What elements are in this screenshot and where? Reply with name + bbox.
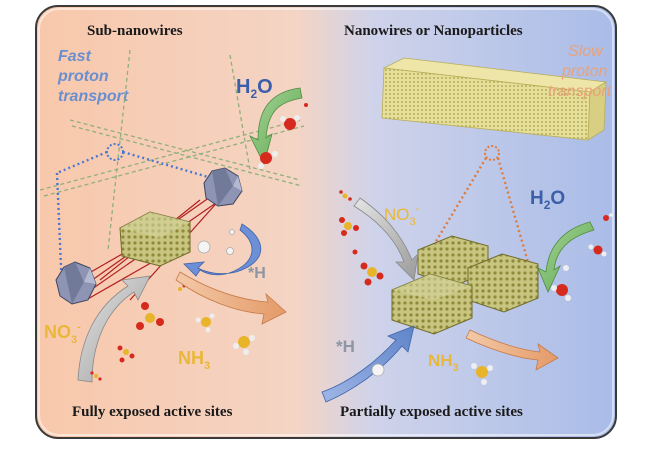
right-water-arrow xyxy=(537,221,595,293)
left-water-arrow xyxy=(249,87,303,166)
zoom-origin-right xyxy=(484,145,500,161)
hydrogen-atoms-left xyxy=(197,229,235,255)
right-ammonia-label: NH3 xyxy=(428,351,459,374)
svg-text:H2O: H2O xyxy=(530,188,565,212)
right-hydrogen-arrow xyxy=(321,325,415,403)
left-hydrogen-label: *H xyxy=(248,265,266,282)
left-footer: Fully exposed active sites xyxy=(72,404,233,420)
fast-label-line3: transport xyxy=(58,88,129,105)
slow-label-line2: proton xyxy=(561,63,607,80)
svg-text:NH3: NH3 xyxy=(178,348,210,372)
hydrogen-atom-right xyxy=(371,363,385,377)
left-nitrate-label: NO3- xyxy=(44,321,81,346)
svg-text:NO3-: NO3- xyxy=(384,203,420,228)
left-ammonia-arrow xyxy=(175,271,287,325)
left-ammonia-label: NH3 xyxy=(178,348,210,372)
slow-label-line3: transport xyxy=(548,83,612,100)
right-hydrogen-label: *H xyxy=(336,337,355,356)
zoom-lines-left xyxy=(55,150,226,291)
right-ammonia-arrow xyxy=(465,329,559,371)
left-heading: Sub-nanowires xyxy=(87,23,183,39)
water-molecules-left xyxy=(258,103,308,169)
ammonia-molecules-left xyxy=(195,313,255,355)
left-nitrate-arrow xyxy=(77,275,151,383)
polyhedron-bottom-left xyxy=(55,261,97,305)
svg-text:NH3: NH3 xyxy=(428,351,459,374)
ammonia-molecule-right xyxy=(471,363,493,385)
slow-proton-transport-label: Slow proton transport xyxy=(548,43,612,100)
svg-text:H2O: H2O xyxy=(236,76,273,101)
polyhedron-top-right xyxy=(203,167,243,207)
nanoparticle-cluster xyxy=(391,235,539,335)
right-nitrate-arrow xyxy=(353,197,419,281)
nitrate-molecules-right xyxy=(339,190,384,286)
fast-label-line2: proton xyxy=(57,68,109,85)
left-water-label: H2O xyxy=(236,76,273,101)
right-nitrate-label: NO3- xyxy=(384,203,420,228)
nitrate-molecules-left xyxy=(90,284,186,381)
svg-text:NO3-: NO3- xyxy=(44,321,81,346)
panel-background xyxy=(35,5,617,439)
fast-proton-transport-label: Fast proton transport xyxy=(57,48,129,105)
nanowire-rod xyxy=(381,57,608,141)
fast-label-line1: Fast xyxy=(58,48,92,65)
right-footer: Partially exposed active sites xyxy=(340,404,523,420)
right-heading: Nanowires or Nanoparticles xyxy=(344,23,523,39)
sub-nanowire-cluster xyxy=(119,211,191,267)
slow-label-line1: Slow xyxy=(568,43,604,60)
hydrogen-recycle-arrow xyxy=(183,223,262,277)
right-water-label: H2O xyxy=(530,188,565,212)
water-molecules-right xyxy=(551,213,613,301)
